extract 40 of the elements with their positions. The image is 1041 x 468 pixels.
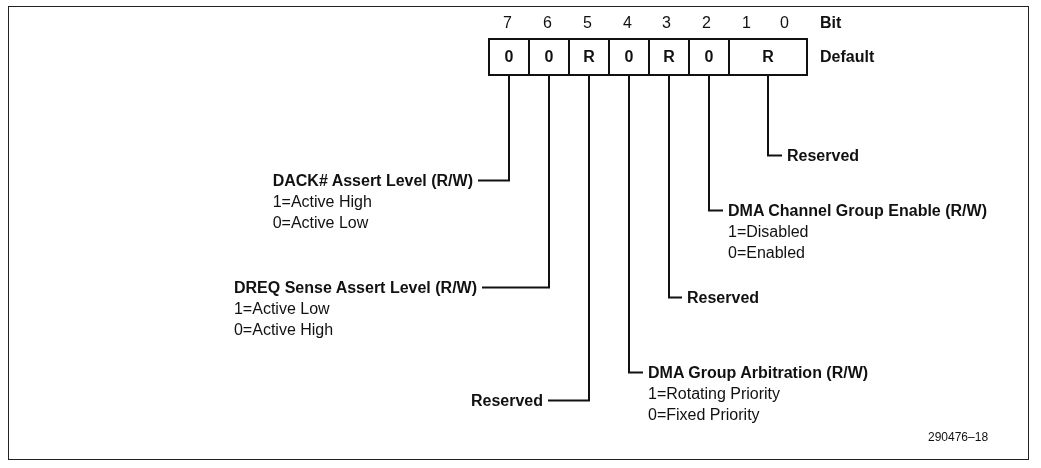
leader-line [668, 75, 683, 299]
bit-number: 6 [543, 14, 552, 32]
value-description: 1=Active Low [233, 299, 331, 319]
figure-number: 290476–18 [928, 430, 989, 444]
leader-line [477, 75, 510, 182]
bit-number: 1 [742, 14, 751, 32]
field-name: DMA Group Arbitration (R/W) [648, 363, 869, 383]
leader-line [481, 75, 550, 289]
value-description: 0=Active High [233, 320, 335, 340]
row-label: Bit [820, 14, 842, 32]
field-name: Reserved [470, 391, 543, 411]
value-description: 0=Fixed Priority [648, 405, 761, 425]
bit-number: 3 [662, 14, 671, 32]
register-bit-cell: 0 [488, 38, 530, 76]
register-bit-cell: 0 [528, 38, 570, 76]
row-label: Default [820, 48, 875, 66]
bit-number: 5 [583, 14, 592, 32]
field-name: DMA Channel Group Enable (R/W) [728, 201, 987, 221]
leader-line [547, 75, 590, 402]
leader-line [767, 75, 783, 157]
leader-line [628, 75, 644, 374]
value-description: 0=Active Low [272, 213, 370, 233]
register-bit-cell: R [648, 38, 690, 76]
field-name: DREQ Sense Assert Level (R/W) [233, 278, 477, 298]
leader-line [708, 75, 724, 212]
field-name: Reserved [687, 288, 760, 308]
bit-number: 4 [623, 14, 632, 32]
value-description: 0=Enabled [728, 243, 806, 263]
bit-number: 2 [702, 14, 711, 32]
value-description: 1=Disabled [728, 222, 810, 242]
field-name: DACK# Assert Level (R/W) [272, 171, 473, 191]
bit-number: 7 [503, 14, 512, 32]
field-name: Reserved [787, 146, 860, 166]
value-description: 1=Rotating Priority [648, 384, 782, 404]
register-bit-cell: 0 [608, 38, 650, 76]
register-bit-cell: R [568, 38, 610, 76]
register-bit-cell: R [728, 38, 808, 76]
bit-number: 0 [780, 14, 789, 32]
register-bit-cell: 0 [688, 38, 730, 76]
value-description: 1=Active High [272, 192, 373, 212]
